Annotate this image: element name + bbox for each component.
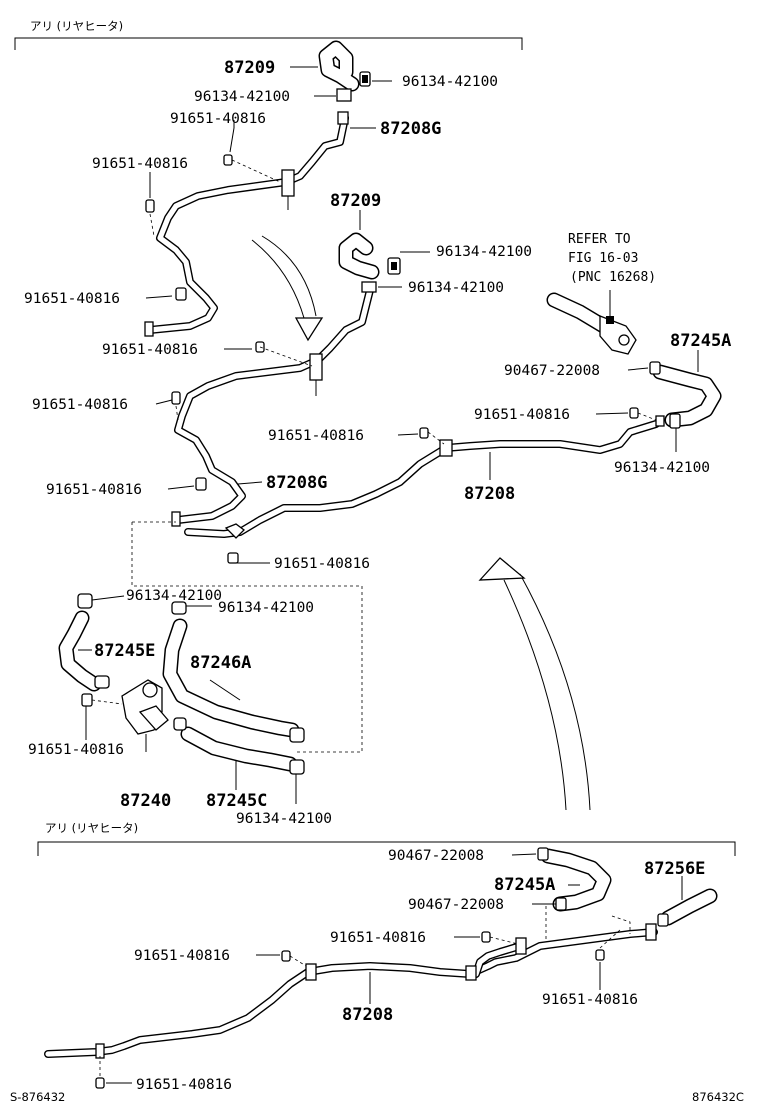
- hose-87245C: [180, 726, 298, 772]
- label-87245A-b: 87245A: [494, 875, 555, 895]
- hose-87209-second: [338, 232, 380, 280]
- pipe-87208G-upper: [146, 114, 349, 334]
- dashed-guides-top: [149, 159, 657, 445]
- label-91651-e4: 91651-40816: [136, 1077, 232, 1093]
- label-91651-e1: 91651-40816: [330, 930, 426, 946]
- label-91651-c1: 91651-40816: [474, 407, 570, 423]
- label-96134-a1: 96134-42100: [402, 74, 498, 90]
- label-87246A: 87246A: [190, 653, 251, 673]
- bracket-upper: [281, 169, 295, 210]
- label-87209-b: 87209: [330, 191, 381, 211]
- label-91651-e2: 91651-40816: [134, 948, 230, 964]
- label-96134-a2: 96134-42100: [194, 89, 290, 105]
- hose-87245A-bottom: [540, 848, 612, 912]
- arrow-down-left: [251, 235, 324, 342]
- top-section-bracket: [14, 37, 523, 50]
- label-91651-b1: 91651-40816: [24, 291, 120, 307]
- label-91651-b2: 91651-40816: [102, 342, 198, 358]
- label-87208G-a: 87208G: [380, 119, 441, 139]
- label-91651-a2: 91651-40816: [92, 156, 188, 172]
- pipe-87208-main: [184, 420, 660, 538]
- arrow-up-large: [478, 557, 591, 811]
- hose-87256E: [657, 888, 718, 927]
- footer-left-code: S-876432: [10, 1090, 65, 1104]
- bolt-inset: [81, 693, 123, 707]
- label-87256E: 87256E: [644, 859, 705, 879]
- label-91651-e3: 91651-40816: [542, 992, 638, 1008]
- clip-second-upper: [387, 257, 401, 275]
- inset-dashed-box: [131, 521, 363, 753]
- joint-top: [337, 111, 349, 125]
- bottom-section-header: アリ (リヤヒータ): [45, 821, 138, 835]
- label-87208-a: 87208: [464, 484, 515, 504]
- leader-lines: [78, 66, 699, 1084]
- clamp-96134-right: [655, 413, 681, 429]
- label-91651-a1: 91651-40816: [170, 111, 266, 127]
- label-96134-d2: 96134-42100: [218, 600, 314, 616]
- refer-line2: FIG 16-03: [568, 251, 638, 266]
- bolt-icons-top: [144, 154, 639, 564]
- dashed-guides-bottom: [99, 903, 631, 1076]
- clamp-96134-inset-b: [171, 601, 305, 743]
- pipe-87208G-lower: [174, 286, 374, 524]
- bottom-section-bracket: [37, 841, 736, 856]
- label-91651-c2: 91651-40816: [268, 428, 364, 444]
- bracket-lower: [309, 353, 323, 396]
- refer-line3: (PNC 16268): [570, 270, 656, 285]
- pipe-87208-bottom-branch: [472, 942, 524, 978]
- label-87245A-a: 87245A: [670, 331, 731, 351]
- label-87209-a: 87209: [224, 58, 275, 78]
- label-90467-b2: 90467-22008: [408, 897, 504, 913]
- footer-right-code: 876432C: [692, 1090, 744, 1104]
- label-96134-c1: 96134-42100: [614, 460, 710, 476]
- clamp-96134-inset-a: [77, 593, 110, 689]
- hose-87245A-right: [652, 364, 722, 428]
- label-87245C: 87245C: [206, 791, 267, 811]
- label-96134-b2: 96134-42100: [408, 280, 504, 296]
- label-91651-c3: 91651-40816: [46, 482, 142, 498]
- label-96134-b1: 96134-42100: [436, 244, 532, 260]
- hose-87245E: [58, 610, 102, 692]
- hose-87209-top: [318, 40, 360, 92]
- label-91651-c4: 91651-40816: [274, 556, 370, 572]
- clamp-90467-a: [649, 361, 661, 375]
- label-90467-b1: 90467-22008: [388, 848, 484, 864]
- clip-second-lower: [361, 281, 377, 293]
- label-87208-b: 87208: [342, 1005, 393, 1025]
- pipe-87208-bottom: [44, 928, 658, 1058]
- hose-87246A: [162, 618, 300, 738]
- label-87245E: 87245E: [94, 641, 155, 661]
- label-96134-d1: 96134-42100: [126, 588, 222, 604]
- refer-line1: REFER TO: [568, 232, 631, 247]
- clip-top-right: [359, 71, 371, 87]
- label-87208G-b: 87208G: [266, 473, 327, 493]
- label-90467-a: 90467-22008: [504, 363, 600, 379]
- clamp-96134-inset-c: [173, 717, 305, 775]
- valve-87240: [121, 679, 169, 752]
- label-87240: 87240: [120, 791, 171, 811]
- label-91651-d1: 91651-40816: [28, 742, 124, 758]
- label-96134-d3: 96134-42100: [236, 811, 332, 827]
- clip-top-center: [336, 88, 352, 102]
- top-section-header: アリ (リヤヒータ): [30, 19, 123, 33]
- label-91651-b3: 91651-40816: [32, 397, 128, 413]
- heater-pipe-reference: [546, 290, 637, 355]
- pipe-87208-end-fitting: [224, 439, 453, 539]
